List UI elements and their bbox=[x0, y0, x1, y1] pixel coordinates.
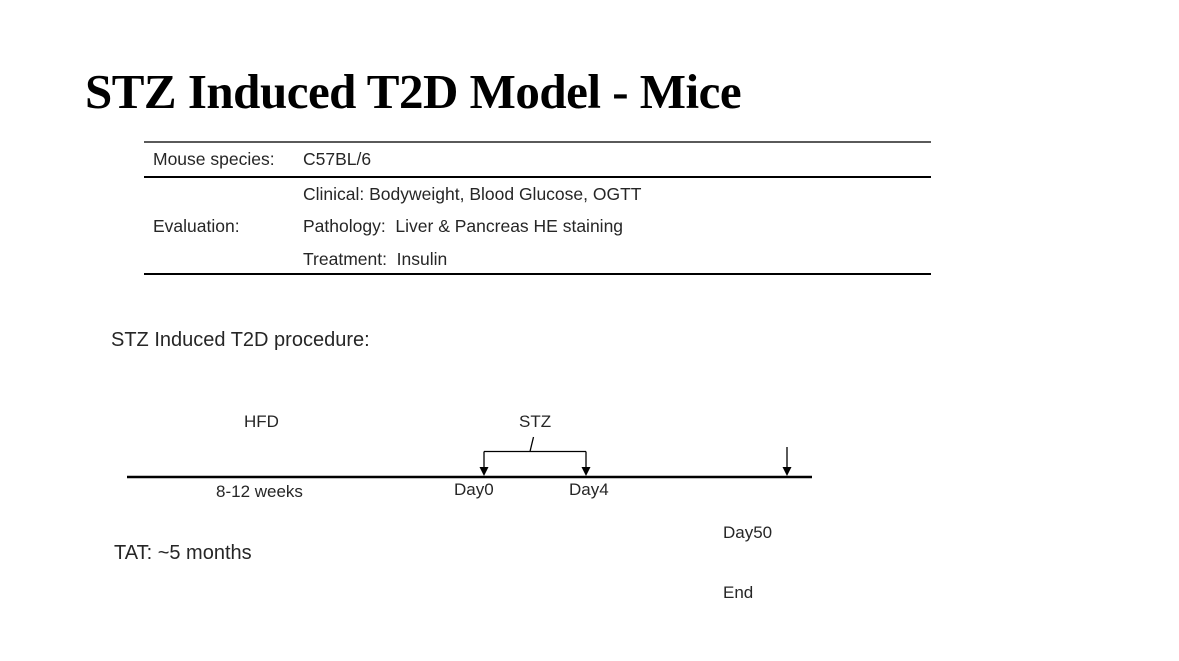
row-label: Evaluation: bbox=[153, 215, 240, 236]
row-value: Pathology: Liver & Pancreas HE staining bbox=[303, 216, 624, 237]
timeline-tick-end: End bbox=[723, 583, 754, 602]
row-values: C57BL/6 bbox=[303, 143, 931, 176]
row-value: Clinical: Bodyweight, Blood Glucose, OGT… bbox=[303, 184, 642, 204]
row-value: Treatment: Insulin bbox=[303, 248, 448, 269]
row-label: Mouse species: bbox=[153, 149, 275, 169]
timeline-phase-duration: 8-12 weeks bbox=[216, 482, 303, 501]
end-arrowhead-icon bbox=[782, 467, 792, 476]
row-value: C57BL/6 bbox=[303, 149, 372, 170]
timeline-tick-day50-end: Day50 End bbox=[723, 483, 772, 643]
slide-title: STZ Induced T2D Model - Mice bbox=[85, 64, 742, 119]
day0-arrowhead-icon bbox=[479, 467, 489, 476]
row-values: Clinical: Bodyweight, Blood Glucose, OGT… bbox=[303, 178, 931, 275]
info-table: Mouse species: C57BL/6 Evaluation: Clini… bbox=[144, 141, 931, 275]
stz-bracket-connector bbox=[529, 436, 535, 452]
timeline-tick-day4: Day4 bbox=[569, 480, 609, 499]
day4-arrowhead-icon bbox=[581, 467, 591, 476]
timeline-tick-day0: Day0 bbox=[454, 480, 494, 499]
table-row-evaluation: Evaluation: Clinical: Bodyweight, Blood … bbox=[144, 178, 931, 273]
procedure-heading: STZ Induced T2D procedure: bbox=[111, 329, 370, 351]
timeline-tick-day50: Day50 bbox=[723, 523, 773, 542]
tat-note: TAT: ~5 months bbox=[114, 542, 252, 564]
timeline-phase-label: HFD bbox=[244, 412, 279, 431]
table-row-mouse-species: Mouse species: C57BL/6 bbox=[144, 143, 931, 178]
timeline-intervention-label: STZ bbox=[519, 412, 552, 431]
